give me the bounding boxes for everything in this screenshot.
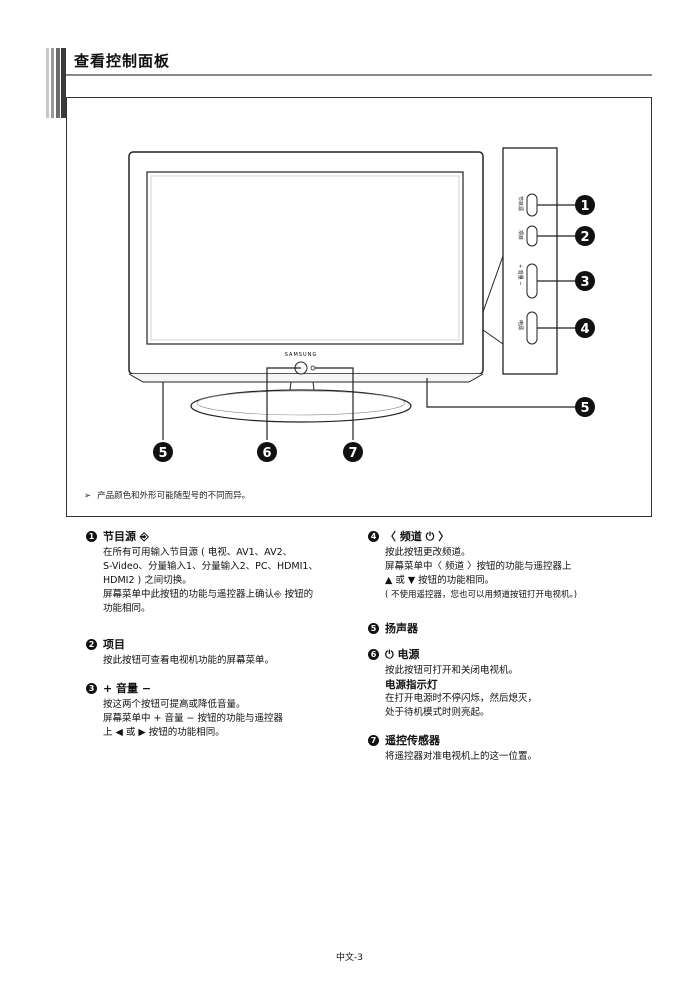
item-line: 屏幕菜单中〈 频道 〉按钮的功能与遥控器上 [385,561,572,572]
item-number-badge: 6 [368,649,379,660]
item-number-badge: 5 [368,623,379,634]
svg-text:6: 6 [262,446,271,461]
item-number-badge: 7 [368,735,379,746]
item-line: 按这两个按钮可提高或降低音量。 [103,699,246,710]
title-divider [66,74,652,76]
item-line: 处于待机模式时则亮起。 [385,707,490,718]
item-number-badge: 3 [86,683,97,694]
item-line: 上 ◀ 或 ▶ 按钮的功能相同。 [103,727,225,738]
callout-5-right: 5 [575,397,595,417]
callout-4: 4 [575,318,595,338]
page-title: 查看控制面板 [74,52,171,70]
item-subtitle: 电源指示灯 [385,679,438,691]
item-line: 功能相同。 [103,603,151,614]
item-power: 6 ⏻ 电源 按此按钮可打开和关闭电视机。 电源指示灯 在打开电源时不停闪烁，然后… [368,648,668,720]
callout-2: 2 [575,226,595,246]
item-line: HDMI2 ) 之间切换。 [103,575,192,586]
item-line: 按此按钮可查看电视机功能的屏幕菜单。 [103,655,275,666]
item-title: ⏻ 电源 [385,648,420,661]
item-line: ( 不使用遥控器，您也可以用频道按钮打开电视机。) [385,590,578,600]
item-line: 在所有可用输入节目源 ( 电视、AV1、AV2、 [103,547,293,558]
item-title: 遥控传感器 [385,734,440,747]
figure-note: ➢ 产品颜色和外形可能随型号的不同而异。 [84,489,250,501]
svg-text:4: 4 [580,322,589,337]
panel-label-volume: + 音量 − [517,264,524,286]
callout-3: 3 [575,271,595,291]
item-line: 按此按钮更改频道。 [385,547,471,558]
item-number-badge: 4 [368,531,379,542]
item-volume: 3 + 音量 − 按这两个按钮可提高或降低音量。 屏幕菜单中 + 音量 − 按钮的… [86,682,356,740]
item-speaker: 5 扬声器 [368,622,668,638]
item-line: ▲ 或 ▼ 按钮的功能相同。 [385,575,495,586]
panel-label-source: 节目源 [517,196,524,211]
svg-text:5: 5 [158,446,167,461]
item-number-badge: 2 [86,639,97,650]
page-number: 中文-3 [336,953,363,963]
item-line: 屏幕菜单中此按钮的功能与遥控器上确认⎆ 按钮的 [103,589,314,600]
remote-sensor-graphic [310,365,316,371]
section-marker-bar [46,48,66,118]
item-title: 节目源 ⎆ [103,530,149,543]
item-title: + 音量 − [103,682,152,695]
tv-brand-label: SAMSUNG [285,352,317,358]
item-menu: 2 项目 按此按钮可查看电视机功能的屏幕菜单。 [86,638,356,668]
control-panel-figure: SAMSUNG 节目源 项目 + 音量 − 电源 1 [66,97,652,517]
svg-text:3: 3 [580,275,589,290]
panel-label-power: 电源 [517,320,524,330]
tv-screen [146,171,464,345]
item-line: 屏幕菜单中 + 音量 − 按钮的功能与遥控器 [103,713,283,724]
item-remote-sensor: 7 遥控传感器 将遥控器对准电视机上的这一位置。 [368,734,668,764]
tv-stand [190,389,412,423]
callout-6: 6 [257,442,277,462]
item-title: 扬声器 [385,622,418,635]
item-line: 将遥控器对准电视机上的这一位置。 [385,751,538,762]
item-title: 〈 频道 ⏻ 〉 [385,530,450,543]
item-channel: 4 〈 频道 ⏻ 〉 按此按钮更改频道。 屏幕菜单中〈 频道 〉按钮的功能与遥控器… [368,530,668,602]
item-line: 按此按钮可打开和关闭电视机。 [385,665,519,676]
item-source: 1 节目源 ⎆ 在所有可用输入节目源 ( 电视、AV1、AV2、 S-Video、… [86,530,356,616]
callout-5-left: 5 [153,442,173,462]
panel-label-menu: 项目 [517,230,523,240]
svg-text:7: 7 [348,446,357,461]
svg-text:1: 1 [580,199,589,214]
item-number-badge: 1 [86,531,97,542]
callout-1: 1 [575,195,595,215]
callout-7: 7 [343,442,363,462]
svg-text:5: 5 [580,401,589,416]
item-line: S-Video、分量输入1、分量输入2、PC、HDMI1、 [103,561,318,572]
note-arrow-icon: ➢ [84,491,92,501]
svg-text:2: 2 [580,230,589,245]
item-line: 在打开电源时不停闪烁，然后熄灭， [385,693,538,704]
note-text: 产品颜色和外形可能随型号的不同而异。 [97,491,251,501]
tv-illustration: SAMSUNG 节目源 项目 + 音量 − 电源 1 [128,147,595,462]
item-title: 项目 [103,638,125,651]
